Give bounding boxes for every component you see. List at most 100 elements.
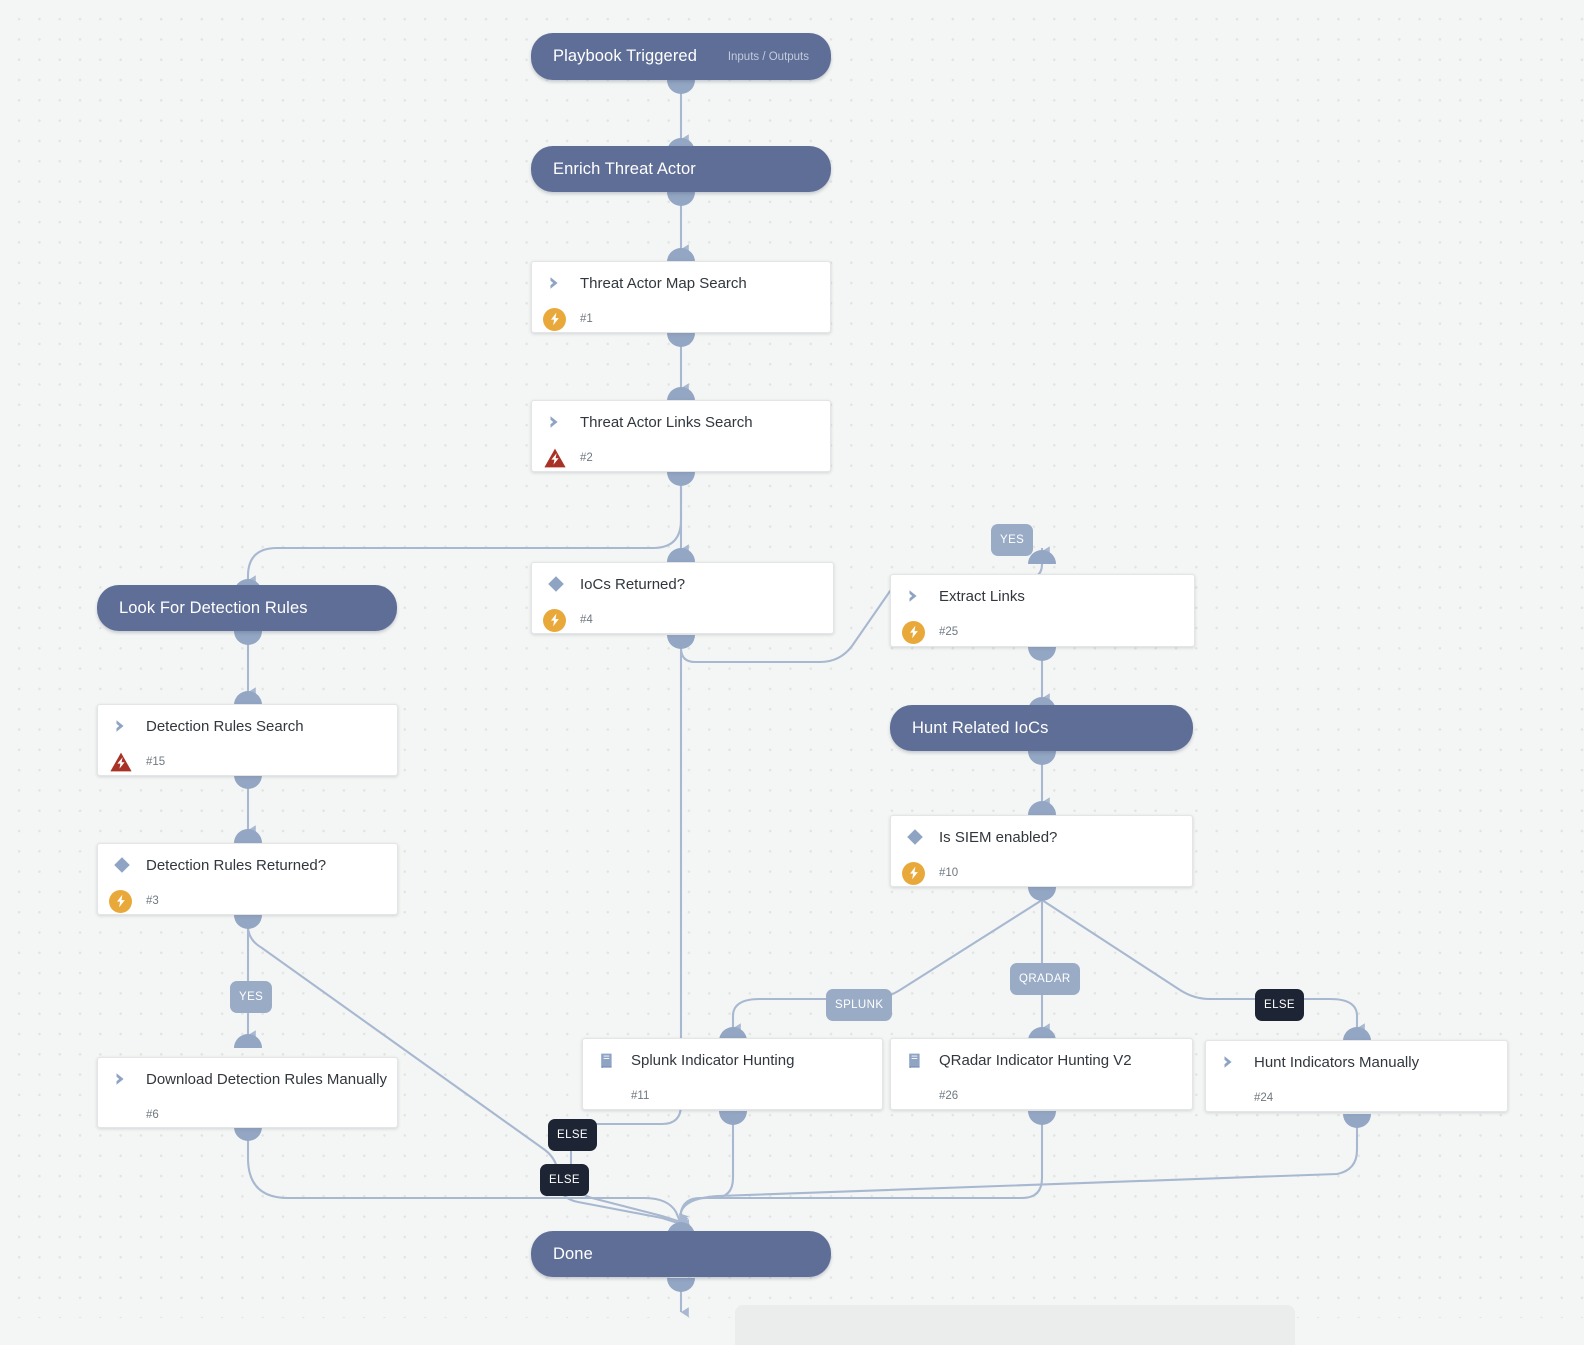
bolt-circle-icon: [543, 307, 576, 331]
task-card-download-detection-rules-manually[interactable]: Download Detection Rules Manually #6: [97, 1057, 398, 1128]
task-number: #24: [1254, 1092, 1274, 1104]
port-out-t2: [667, 472, 695, 486]
port-out-t4: [667, 635, 695, 649]
diamond-icon: [546, 574, 576, 594]
section-playbook-triggered[interactable]: Playbook Triggered Inputs / Outputs: [531, 33, 831, 80]
port-in-t6: [234, 1034, 262, 1048]
task-number: #3: [146, 895, 159, 907]
task-title: Detection Rules Returned?: [146, 856, 327, 874]
diamond-icon: [112, 855, 142, 875]
task-number: #11: [631, 1090, 650, 1102]
task-footer-row: #3: [98, 886, 397, 916]
task-card-threat-actor-links-search[interactable]: Threat Actor Links Search #2: [531, 400, 831, 472]
port-out-t10: [1028, 887, 1056, 901]
task-card-iocs-returned[interactable]: IoCs Returned? #4: [531, 562, 834, 634]
task-header-row: Download Detection Rules Manually: [98, 1058, 397, 1100]
task-card-detection-rules-returned[interactable]: Detection Rules Returned? #3: [97, 843, 398, 915]
branch-label-else-iocs[interactable]: ELSE: [548, 1119, 598, 1151]
task-footer-row: #6: [98, 1100, 397, 1130]
book-icon: [905, 1051, 935, 1070]
section-done[interactable]: Done: [531, 1231, 831, 1277]
task-title: Download Detection Rules Manually: [146, 1070, 387, 1088]
task-card-extract-links[interactable]: Extract Links #25: [890, 574, 1195, 647]
section-enrich-threat-actor[interactable]: Enrich Threat Actor: [531, 146, 831, 192]
task-footer-row: #24: [1206, 1083, 1507, 1113]
port-out-lookrules: [234, 631, 262, 645]
task-header-row: IoCs Returned?: [532, 563, 833, 605]
task-title: Hunt Indicators Manually: [1254, 1053, 1420, 1071]
task-card-threat-actor-map-search[interactable]: Threat Actor Map Search #1: [531, 261, 831, 333]
port-out-t11: [719, 1111, 747, 1125]
task-card-qradar-indicator-hunting-v2[interactable]: QRadar Indicator Hunting V2 #26: [890, 1038, 1193, 1110]
task-number: #6: [146, 1109, 159, 1121]
port-in-t2: [667, 387, 695, 401]
port-out-t6: [234, 1127, 262, 1141]
task-title: Extract Links: [939, 587, 1025, 605]
port-out-t3: [234, 915, 262, 929]
task-title: Threat Actor Map Search: [580, 274, 747, 292]
task-card-splunk-indicator-hunting[interactable]: Splunk Indicator Hunting #11: [582, 1038, 883, 1110]
task-footer-row: #11: [583, 1081, 882, 1111]
port-in-t26: [1028, 1027, 1056, 1041]
chevron-icon: [546, 274, 576, 292]
task-header-row: QRadar Indicator Hunting V2: [891, 1039, 1192, 1081]
task-title: Splunk Indicator Hunting: [631, 1051, 795, 1069]
task-card-hunt-indicators-manually[interactable]: Hunt Indicators Manually #24: [1205, 1040, 1508, 1112]
section-title: Look For Detection Rules: [119, 598, 308, 617]
task-footer-row: #26: [891, 1081, 1192, 1111]
task-header-row: Detection Rules Search: [98, 705, 397, 747]
task-footer-row: #4: [532, 605, 833, 635]
port-out-t25: [1028, 647, 1056, 661]
chevron-icon: [905, 587, 935, 605]
task-header-row: Is SIEM enabled?: [891, 816, 1192, 858]
warning-triangle-icon: [110, 751, 142, 773]
port-out-done: [667, 1278, 695, 1292]
chevron-icon: [546, 413, 576, 431]
task-number: #2: [580, 452, 593, 464]
branch-label-splunk[interactable]: SPLUNK: [826, 989, 893, 1021]
port-out-t1: [667, 333, 695, 347]
section-title: Enrich Threat Actor: [553, 159, 696, 178]
section-title: Hunt Related IoCs: [912, 718, 1049, 737]
port-in-t3: [234, 829, 262, 843]
section-subtitle-inputs-outputs[interactable]: Inputs / Outputs: [727, 50, 809, 63]
task-title: Detection Rules Search: [146, 717, 304, 735]
chevron-icon: [112, 717, 142, 735]
task-number: #10: [939, 867, 959, 879]
port-in-t24: [1343, 1027, 1371, 1041]
section-hunt-related-iocs[interactable]: Hunt Related IoCs: [890, 705, 1193, 751]
task-header-row: Threat Actor Map Search: [532, 262, 830, 304]
task-number: #4: [580, 614, 593, 626]
branch-label-yes-iocs[interactable]: YES: [991, 524, 1034, 556]
task-footer-row: #10: [891, 858, 1192, 888]
task-footer-row: #15: [98, 747, 397, 777]
port-out-enrich: [667, 192, 695, 206]
port-out-t26: [1028, 1111, 1056, 1125]
task-title: Threat Actor Links Search: [580, 413, 753, 431]
port-in-t15: [234, 691, 262, 705]
port-in-t25: [1028, 550, 1056, 564]
task-card-detection-rules-search[interactable]: Detection Rules Search #15: [97, 704, 398, 776]
task-title: QRadar Indicator Hunting V2: [939, 1051, 1132, 1069]
task-footer-row: #25: [891, 617, 1194, 647]
task-title: Is SIEM enabled?: [939, 828, 1058, 846]
task-card-is-siem-enabled[interactable]: Is SIEM enabled? #10: [890, 815, 1193, 887]
task-number: #25: [939, 626, 959, 638]
task-number: #15: [146, 756, 166, 768]
section-look-for-detection-rules[interactable]: Look For Detection Rules: [97, 585, 397, 631]
book-icon: [597, 1051, 627, 1070]
branch-label-yes-detection-rules[interactable]: YES: [230, 981, 273, 1013]
partial-node-below[interactable]: [735, 1305, 1295, 1345]
section-title: Done: [553, 1244, 593, 1263]
branch-label-qradar[interactable]: QRADAR: [1010, 963, 1080, 995]
section-title: Playbook Triggered: [553, 47, 697, 65]
chevron-icon: [1220, 1053, 1250, 1071]
branch-label-else-siem[interactable]: ELSE: [1255, 989, 1305, 1021]
warning-triangle-icon: [544, 447, 576, 469]
port-in-t4: [667, 548, 695, 562]
task-header-row: Hunt Indicators Manually: [1206, 1041, 1507, 1083]
bolt-circle-icon: [902, 620, 935, 644]
task-number: #26: [939, 1090, 959, 1102]
branch-label-else-detection-rules[interactable]: ELSE: [540, 1164, 590, 1196]
